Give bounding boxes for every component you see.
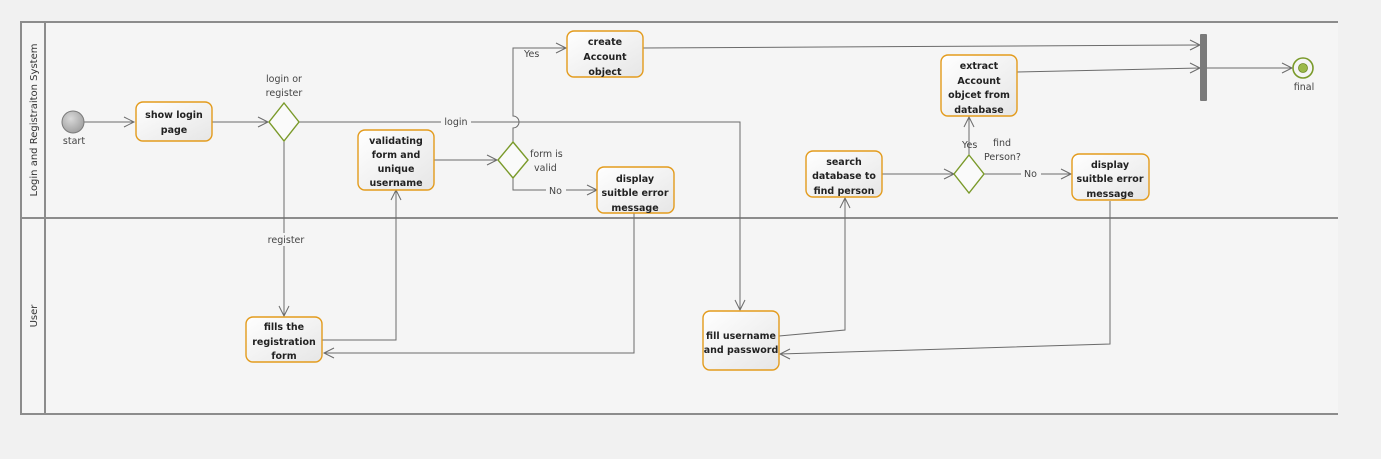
edge-create-sync xyxy=(642,44,1201,49)
action-fill-username-password[interactable]: fill username and password xyxy=(702,310,780,371)
edge-label-no-1: No xyxy=(549,186,562,197)
swimlane-frame xyxy=(20,21,1338,415)
decision-label-find: find xyxy=(993,138,1011,149)
svg-text:find person: find person xyxy=(814,186,875,197)
decision-find-person[interactable] xyxy=(953,153,985,195)
svg-text:page: page xyxy=(161,125,187,136)
action-create-account[interactable]: create Account object xyxy=(566,30,644,78)
svg-text:username: username xyxy=(369,178,422,189)
svg-text:search: search xyxy=(826,157,862,168)
svg-text:objcet from: objcet from xyxy=(948,90,1010,101)
svg-text:show login: show login xyxy=(145,110,203,121)
lane-label-system: Login and Registraiton System xyxy=(29,44,40,197)
svg-text:and password: and password xyxy=(704,345,779,356)
svg-text:extract: extract xyxy=(960,61,999,72)
svg-text:display: display xyxy=(1091,160,1130,171)
decision-label-login-or: login or xyxy=(266,74,302,85)
svg-text:database: database xyxy=(954,105,1003,116)
svg-text:suitble error: suitble error xyxy=(1076,174,1143,185)
final-label: final xyxy=(1294,82,1314,93)
action-display-error-1[interactable]: display suitble error message xyxy=(596,166,675,214)
svg-text:suitble error: suitble error xyxy=(601,188,668,199)
sync-bar[interactable] xyxy=(1200,34,1207,101)
action-extract-account[interactable]: extract Account objcet from database xyxy=(940,54,1018,117)
svg-text:registration: registration xyxy=(252,337,316,348)
svg-text:object: object xyxy=(588,67,622,78)
action-search-database[interactable]: search database to find person xyxy=(805,150,883,198)
decision-login-register[interactable] xyxy=(268,101,300,143)
edge-yes-create xyxy=(512,47,566,142)
action-fills-registration-form[interactable]: fills the registration form xyxy=(245,316,323,363)
edge-label-no-2: No xyxy=(1024,169,1037,180)
edge-fill-search xyxy=(778,198,846,337)
svg-text:display: display xyxy=(616,174,655,185)
svg-text:create: create xyxy=(588,37,622,48)
edge-extract-sync xyxy=(1016,67,1201,73)
edge-label-login: login xyxy=(444,117,467,128)
edge-label-yes-1: Yes xyxy=(523,49,539,60)
edge-error-fills xyxy=(324,213,635,354)
svg-text:message: message xyxy=(611,203,658,214)
action-validating-form[interactable]: validating form and unique username xyxy=(357,129,435,191)
svg-text:form: form xyxy=(271,351,296,362)
start-node[interactable] xyxy=(61,110,85,134)
edge-label-register: register xyxy=(268,235,305,246)
svg-text:unique: unique xyxy=(378,164,415,175)
svg-text:database to: database to xyxy=(812,171,876,182)
edges xyxy=(84,39,1294,360)
edge-labels: login register Yes No Yes No xyxy=(262,49,1041,246)
decision-label-person: Person? xyxy=(984,152,1021,163)
edge-fills-validating xyxy=(322,190,397,341)
svg-text:fills the: fills the xyxy=(264,322,304,333)
decision-label-register: register xyxy=(266,88,303,99)
svg-text:message: message xyxy=(1086,189,1133,200)
final-node[interactable] xyxy=(1292,57,1314,79)
decision-form-valid[interactable] xyxy=(497,140,529,180)
svg-text:validating: validating xyxy=(369,136,423,147)
decision-label-valid: valid xyxy=(534,163,557,174)
svg-text:fill username: fill username xyxy=(706,331,776,342)
edge-label-yes-2: Yes xyxy=(961,140,977,151)
decision-label-form-is: form is xyxy=(530,149,563,160)
lane-label-user: User xyxy=(29,304,40,328)
edge-error2-fill xyxy=(779,201,1111,355)
svg-text:Account: Account xyxy=(957,76,1001,87)
svg-text:form and: form and xyxy=(372,150,421,161)
action-display-error-2[interactable]: display suitble error message xyxy=(1071,153,1150,201)
start-label: start xyxy=(63,136,85,147)
action-show-login-page[interactable]: show login page xyxy=(135,101,213,142)
edge-no-error xyxy=(512,178,597,191)
svg-text:Account: Account xyxy=(583,52,627,63)
